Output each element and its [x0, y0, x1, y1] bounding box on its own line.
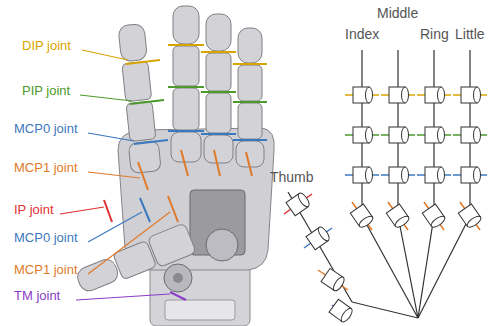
finger-label: Index — [345, 27, 379, 42]
joint-label: MCP0 joint — [14, 121, 78, 136]
joint-label: MCP1 joint — [14, 160, 78, 175]
finger-label: Little — [455, 27, 485, 42]
joint-label: DIP joint — [22, 38, 71, 53]
finger-label: Middle — [377, 6, 418, 21]
joint-label: MCP0 joint — [14, 230, 78, 245]
joint-label: PIP joint — [22, 83, 70, 98]
joint-label: IP joint — [14, 202, 54, 217]
finger-label: Thumb — [270, 170, 314, 185]
joint-label: TM joint — [14, 288, 60, 303]
joint-label: MCP1 joint — [14, 262, 78, 277]
finger-label: Ring — [420, 27, 449, 42]
